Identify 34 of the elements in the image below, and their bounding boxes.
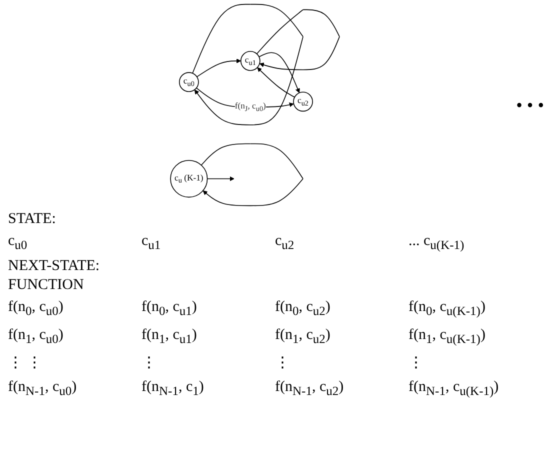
state-label: c$_{u0}$: [8, 232, 28, 254]
arrow: [257, 67, 296, 98]
node-circle: c$_{u1}$: [240, 50, 260, 71]
arrow: [258, 52, 300, 94]
table-cell-text: f(n$_{0}$, c$_{u0}$): [8, 298, 64, 320]
section-heading: STATE:: [7, 210, 57, 229]
node-circle: c$_{u2}$: [293, 92, 313, 112]
node-circle: c$_{u}$ (K-1): [170, 160, 208, 198]
table-cell-text: f(n$_{1}$, c$_{u(K-1)}$): [408, 326, 486, 348]
table-cell-text: f(n$_{N-1}$, c$_{u2}$): [275, 378, 345, 400]
table-cell-text: ⋮ ⋮: [8, 354, 43, 373]
arrow: [196, 58, 242, 78]
table-cell-text: f(n$_{N-1}$, c$_{1}$): [142, 378, 205, 400]
arrow: [192, 4, 304, 126]
table-cell-text: f(n$_{1}$, c$_{u2}$): [275, 326, 332, 348]
ellipsis: • • •: [515, 94, 545, 114]
table-cell-text: f(n$_{1}$, c$_{u0}$): [8, 326, 64, 348]
state-label: c$_{u2}$: [275, 232, 296, 254]
arrow: [200, 143, 304, 206]
table-cell-text: f(n$_{N-1}$, c$_{u(K-1)}$): [408, 378, 500, 400]
table-cell-text: ⋮: [408, 354, 424, 373]
node-circle: c$_{u0}$: [178, 72, 199, 92]
table-cell-text: ⋮: [275, 354, 291, 373]
arrow: [256, 9, 340, 70]
edge-label: f(n$_{J}$, c$_{u0}$): [234, 102, 266, 112]
table-cell-text: f(n$_{0}$, c$_{u2}$): [275, 298, 332, 320]
table-cell-text: f(n$_{0}$, c$_{u(K-1)}$): [408, 298, 486, 320]
state-label: ... c$_{u(K-1)}$: [408, 232, 466, 254]
table-cell-text: ⋮: [142, 354, 158, 373]
arrow: [206, 176, 234, 182]
state-label: c$_{u1}$: [142, 232, 162, 254]
table-cell-text: f(n$_{1}$, c$_{u1}$): [142, 326, 198, 348]
table-cell-text: f(n$_{N-1}$, c$_{u0}$): [8, 378, 78, 400]
table-cell-text: f(n$_{0}$, c$_{u1}$): [142, 298, 198, 320]
